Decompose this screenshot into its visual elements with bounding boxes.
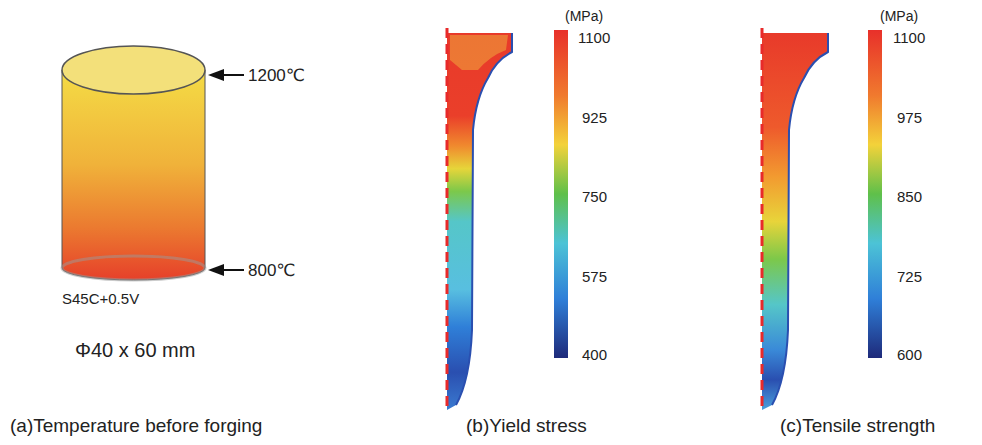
leader-arrow [208, 69, 244, 276]
dimension-label: Φ40 x 60 mm [75, 340, 195, 360]
scale-value: 850 [897, 189, 922, 204]
material-label: S45C+0.5V [62, 291, 139, 306]
figure-caption: (c)Tensile strength [780, 416, 935, 435]
figure-caption: (a)Temperature before forging [10, 416, 262, 435]
figure-caption: (b)Yield stress [466, 416, 587, 435]
scale-value: 725 [897, 269, 922, 284]
scale-value: 600 [897, 347, 922, 362]
scale-value: 975 [897, 110, 922, 125]
unit-label: (MPa) [880, 9, 918, 23]
billet-cylinder [62, 46, 205, 280]
scale-value: 925 [582, 110, 607, 125]
scale-value: 575 [582, 269, 607, 284]
scale-value: 400 [582, 347, 607, 362]
scale-value: 750 [582, 189, 607, 204]
scale-value: 1100 [578, 30, 610, 45]
temperature-label: 1200℃ [248, 67, 305, 84]
temperature-label: 800℃ [248, 262, 295, 279]
unit-label: (MPa) [565, 9, 603, 23]
scale-value: 1100 [893, 30, 925, 45]
fem-tensile-strength [762, 28, 882, 412]
fem-yield-stress [447, 28, 568, 412]
